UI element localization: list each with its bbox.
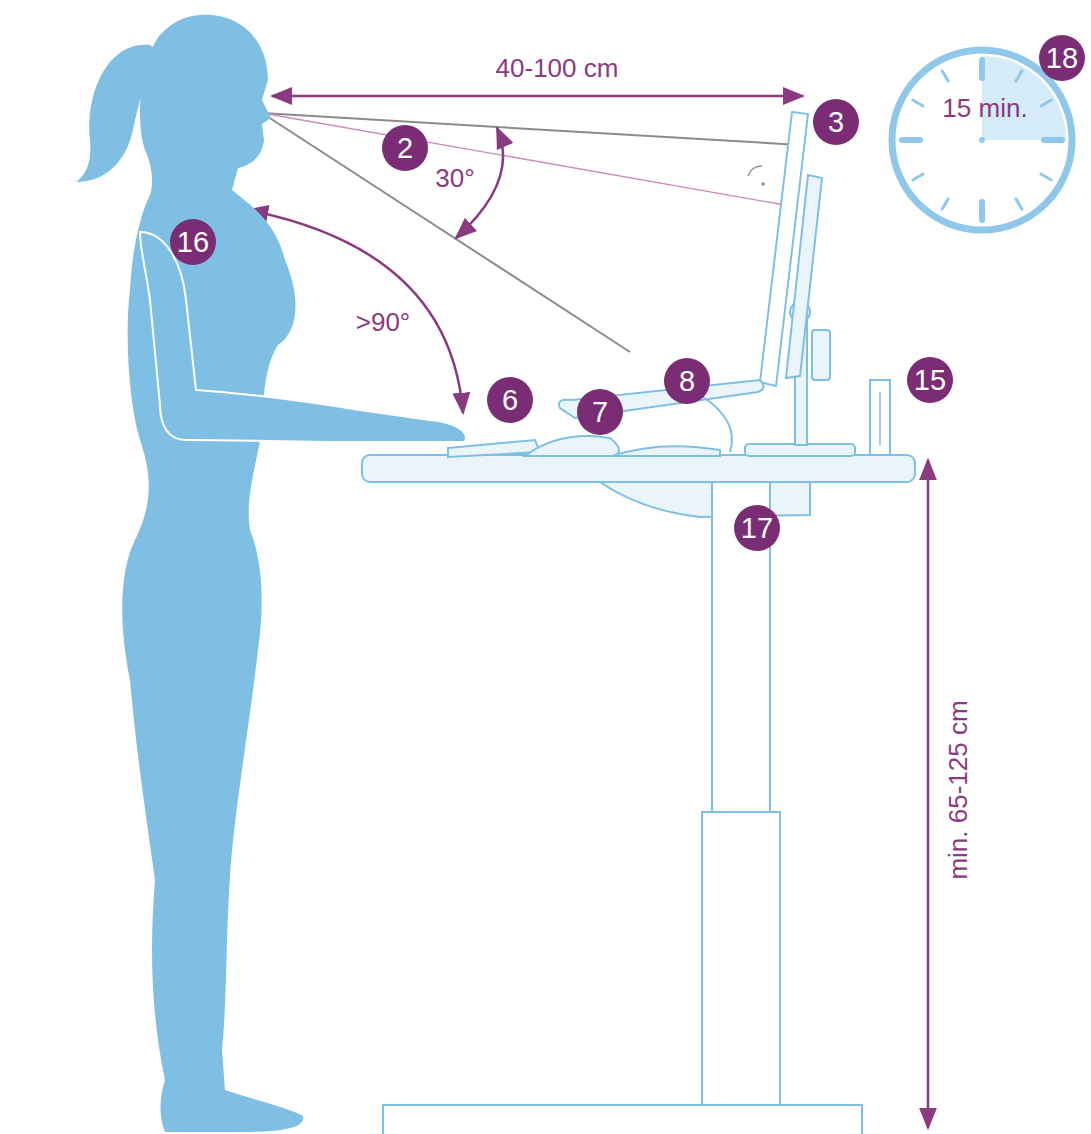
callout-number: 8 (664, 358, 710, 404)
callout-number: 6 (487, 377, 533, 423)
monitor-clamp (812, 330, 830, 380)
clock-tick (902, 137, 920, 143)
clock-tick (1041, 100, 1051, 106)
woman-silhouette (122, 15, 303, 1132)
mouse (525, 436, 619, 456)
dimension-label: min. 65-125 cm (943, 697, 973, 882)
callout-number: 2 (382, 125, 428, 171)
document-tray (870, 380, 890, 455)
clock-tick (913, 174, 923, 180)
clock-tick (979, 60, 985, 78)
wrist-rest (612, 446, 720, 456)
right-angle-mark (748, 166, 762, 176)
dimension-label: 15 min. (939, 93, 1030, 123)
callout-number: 3 (813, 99, 859, 145)
dimension-label: >90° (353, 307, 414, 337)
document-tray (879, 392, 881, 445)
clock-tick (1016, 71, 1022, 81)
dimension-label: 40-100 cm (493, 53, 622, 83)
clock-center (979, 137, 985, 143)
clock-tick (1016, 199, 1022, 209)
clock-tick (979, 202, 985, 220)
dimension-label: 30° (432, 163, 477, 193)
clock-tick (913, 100, 923, 106)
document-holder-arm (700, 395, 732, 452)
callout-number: 16 (170, 219, 216, 265)
clock-tick (1044, 137, 1062, 143)
clock-ticks (902, 60, 1062, 220)
clock-face (892, 50, 1072, 230)
desk-column (702, 812, 780, 1106)
callout-number: 18 (1039, 35, 1085, 81)
sight-line (262, 113, 800, 145)
desk-bracket (600, 482, 810, 517)
desk-base (383, 1105, 862, 1134)
callout-number: 15 (907, 357, 953, 403)
distance-arrow (272, 95, 803, 98)
right-angle-dot (761, 182, 765, 186)
clock-tick (942, 71, 948, 81)
sight-line (262, 113, 630, 352)
callout-number: 7 (577, 389, 623, 435)
clock-tick (942, 199, 948, 209)
height-arrow (927, 460, 930, 1128)
callout-number: 17 (734, 505, 780, 551)
sight-axis (262, 113, 785, 205)
desk-top (362, 455, 915, 482)
monitor-back (786, 175, 822, 378)
clock-tick (1041, 174, 1051, 180)
